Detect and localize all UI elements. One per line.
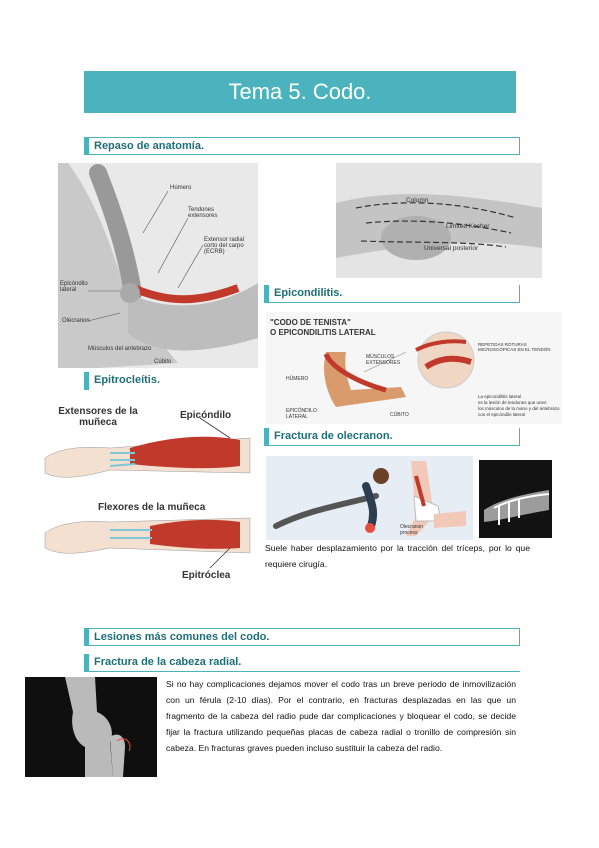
label-universal-posterior: Universal posterior — [424, 245, 479, 252]
tennis-elbow-illustration — [266, 312, 562, 424]
anatomy-figure: Húmero Tendones extensores Extensor radi… — [58, 163, 258, 368]
label-lateral-epicondyle: Epicóndilo lateral — [60, 281, 88, 293]
wrist-muscles-figure: Extensores de la muñeca Epicóndilo Flexo… — [40, 398, 252, 586]
label-limited-kocher: Limited Kocher — [446, 223, 490, 230]
label-humerus: Húmero — [170, 185, 192, 191]
radial-head-paragraph: Si no hay complicaciones dejamos mover e… — [166, 679, 516, 753]
label-micro-tears: REPETIDAS ROTURAS MICROSCÓPICAS EN EL TE… — [478, 342, 551, 352]
radial-head-xray-image — [25, 677, 157, 777]
section-heading-olecranon: Fractura de olecranon. — [264, 428, 520, 446]
radial-head-xray-figure — [25, 677, 157, 777]
elbow-bone-illustration — [336, 163, 542, 278]
page-title: Tema 5. Codo. — [84, 71, 516, 113]
label-tennis-lateral-epicondyle: EPICÓNDILO LATERAL — [286, 408, 317, 420]
tennis-caption-1: La epicondilitis lateral — [478, 394, 522, 399]
label-extensor-tendons: Tendones extensores — [188, 207, 218, 219]
tennis-elbow-headline-1: "CODO DE TENISTA" — [270, 318, 351, 327]
label-column: Column — [406, 197, 429, 204]
label-forearm-muscles: Músculos del antebrazo — [88, 346, 152, 352]
label-extensor-muscles: MÚSCULOS EXTENSORES — [366, 354, 401, 366]
section-heading-epicondylitis: Epicondilitis. — [264, 285, 520, 303]
section-heading-anatomy: Repaso de anatomía. — [84, 137, 520, 155]
tennis-caption-4: con el epicóndilo lateral — [478, 412, 526, 417]
label-wrist-flexors: Flexores de la muñeca — [98, 502, 206, 513]
label-tennis-humerus: HÚMERO — [286, 376, 309, 382]
section-heading-common-injuries: Lesiones más comunes del codo. — [84, 628, 520, 646]
olecranon-xray-image — [479, 460, 552, 538]
tennis-caption-2: es la lesión de tendones que unen — [478, 400, 547, 405]
surgical-approach-figure: Column Limited Kocher Universal posterio… — [336, 163, 542, 278]
tennis-elbow-figure: "CODO DE TENISTA" O EPICONDILITIS LATERA… — [266, 312, 562, 424]
section-heading-radial-head: Fractura de la cabeza radial. — [84, 654, 520, 672]
fall-on-elbow-illustration — [266, 456, 473, 540]
olecranon-fall-figure: Olecranon process — [266, 456, 473, 540]
label-epicondyle: Epicóndilo — [180, 410, 232, 421]
olecranon-xray-figure — [479, 460, 552, 538]
tennis-elbow-headline-2: O EPICONDILITIS LATERAL — [270, 328, 376, 337]
label-ulna: Cúbito — [154, 359, 172, 365]
label-tennis-ulna: CÚBITO — [390, 412, 409, 418]
tennis-caption-3: los músculos de la mano y del antebrazo — [478, 406, 560, 411]
label-olecranon: Olécranon — [62, 318, 90, 324]
wrist-muscles-illustration — [40, 398, 252, 586]
olecranon-paragraph: Suele haber desplazamiento por la tracci… — [265, 543, 530, 569]
label-olecranon-process: Olecranon process — [400, 524, 424, 536]
label-epitrochlea: Epitróclea — [182, 570, 231, 581]
section-heading-epitrochleitis: Epitrocleítis. — [84, 372, 260, 390]
elbow-anatomy-illustration — [58, 163, 258, 368]
label-ecrb: Extensor radial corto del carpo (ECRB) — [204, 237, 245, 255]
label-wrist-extensors: Extensores de la muñeca — [58, 406, 138, 428]
